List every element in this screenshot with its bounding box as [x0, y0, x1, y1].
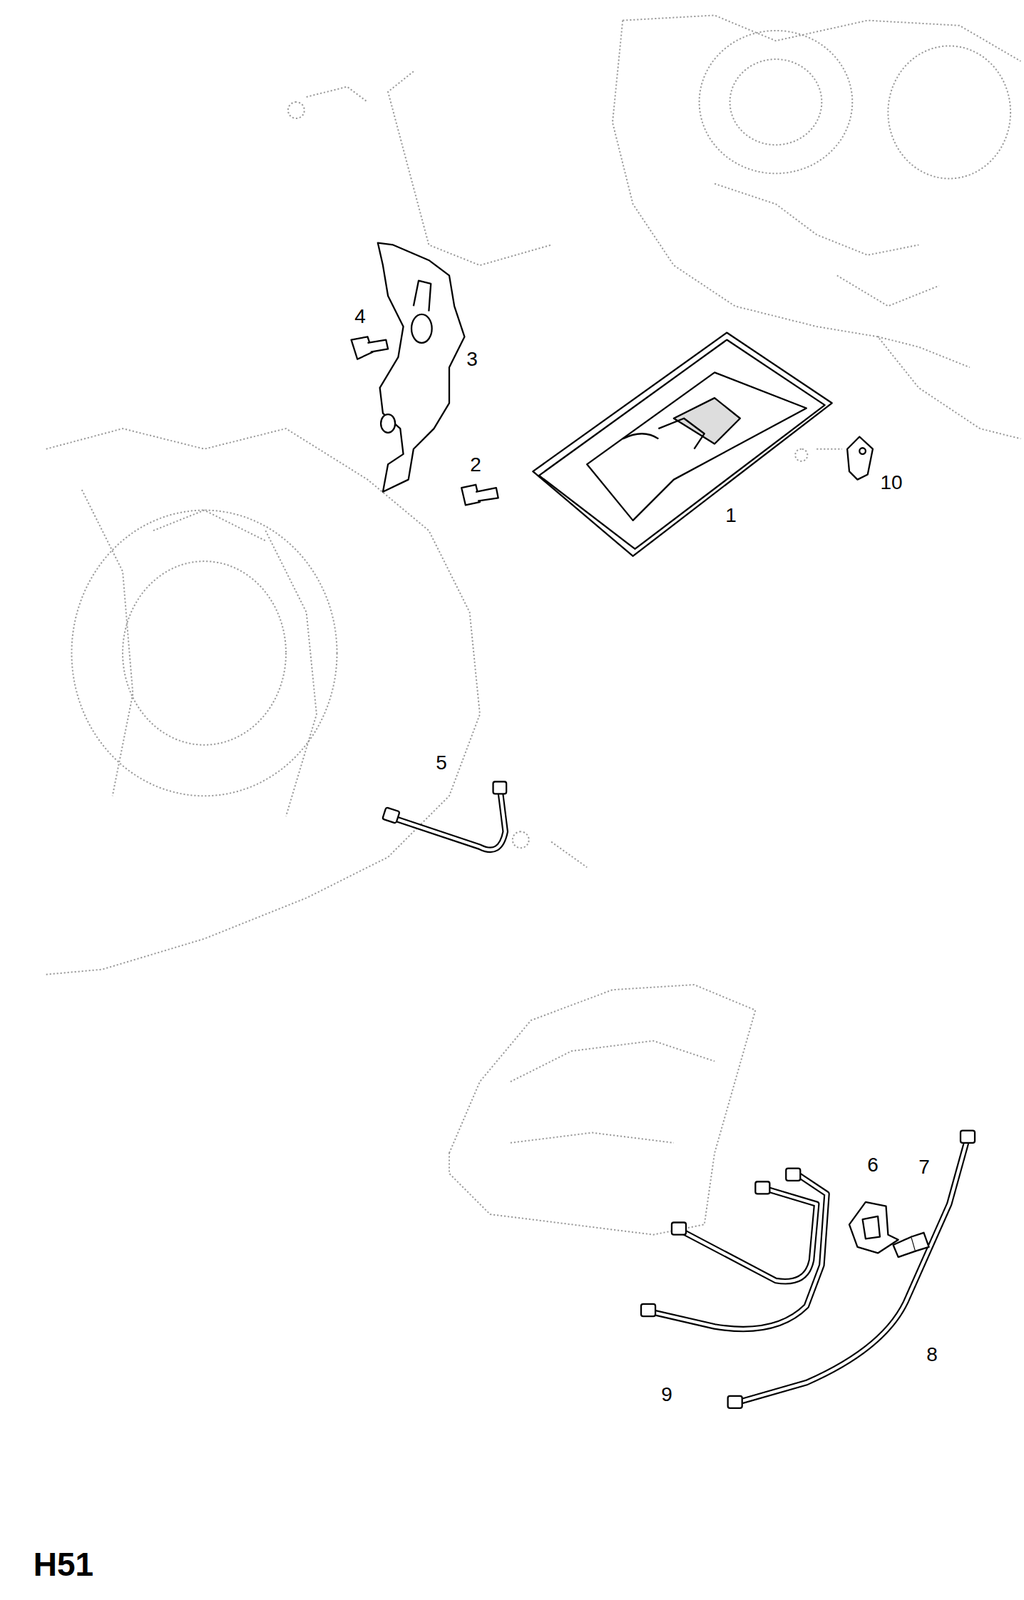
callout-number: 5	[434, 752, 449, 774]
callout-number: 9	[659, 1384, 674, 1406]
figure-code: H51	[32, 1547, 95, 1582]
callout-number: 6	[865, 1154, 880, 1176]
callout-number: 8	[924, 1344, 940, 1366]
callout-number: 1	[723, 504, 739, 527]
part-drawing	[351, 243, 975, 1409]
callout-number: 7	[917, 1156, 932, 1179]
callout-number: 4	[352, 305, 368, 328]
callout-number: 2	[468, 454, 483, 476]
callout-number: 10	[878, 472, 904, 494]
callout-number: 3	[464, 348, 480, 371]
housing-outline	[46, 14, 1022, 1235]
